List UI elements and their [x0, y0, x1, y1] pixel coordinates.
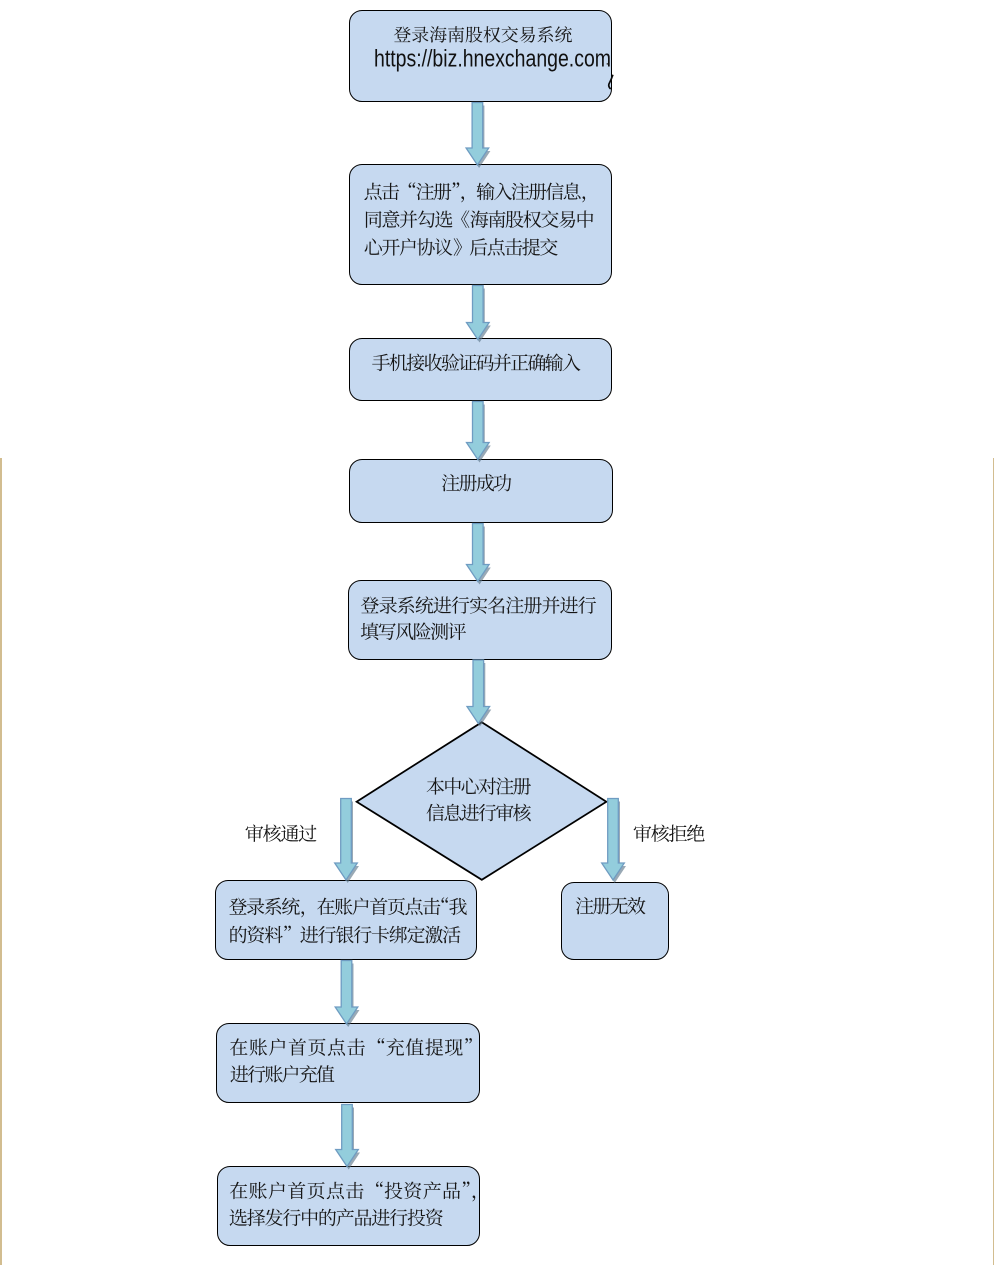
svg-text:https://biz.hnexchange.com: https://biz.hnexchange.com: [374, 45, 611, 72]
